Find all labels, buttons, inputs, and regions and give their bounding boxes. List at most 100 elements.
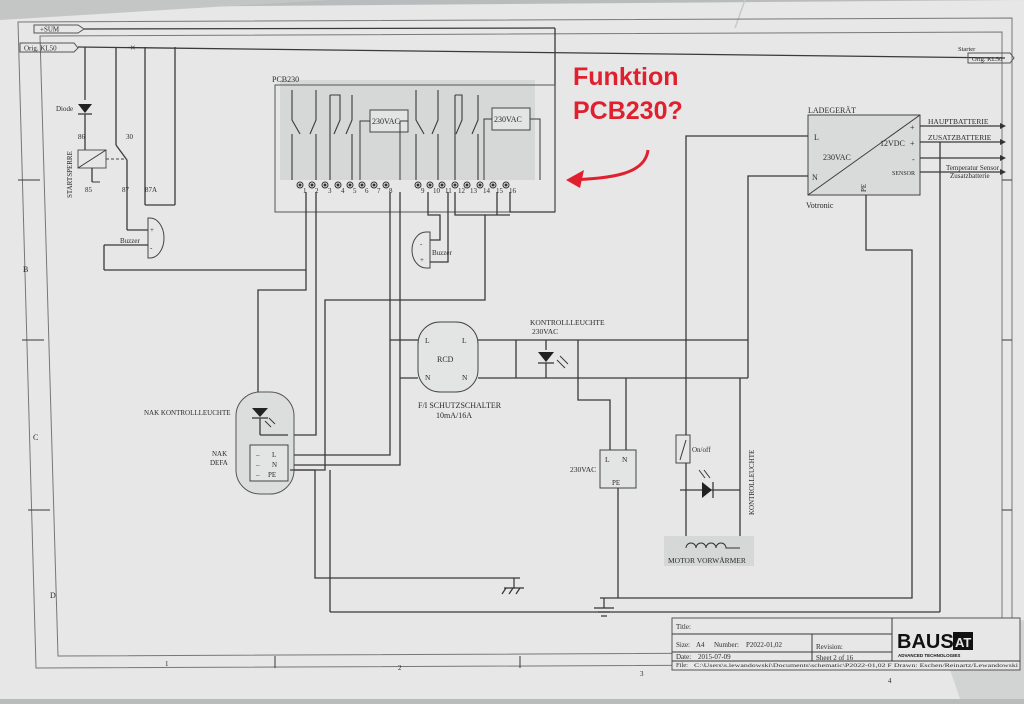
pcb-terminal-4 [334, 181, 342, 189]
pcb-terminal-label-13: 13 [470, 187, 478, 195]
pcb-terminal-label-1: 1 [303, 187, 307, 195]
charger-voltage: 230VAC [823, 153, 851, 162]
kontrollleuchte-line-2: 230VAC [532, 327, 558, 336]
charger-minus: - [912, 155, 915, 164]
socket-box [599, 449, 637, 489]
pcb230-box [274, 84, 556, 213]
startsperre-label: STARTSPERRE [66, 151, 74, 198]
charger-vdc: 12VDC [880, 139, 905, 148]
pcb-terminal-label-2: 2 [315, 187, 319, 195]
tb-title-label: Title: [676, 623, 691, 631]
tb-size: A4 [696, 641, 705, 649]
rcd-n-out: N [462, 373, 468, 382]
pcb-terminal-2 [308, 181, 316, 189]
pcb-terminal-7 [370, 181, 378, 189]
rcd-caption-1: F/I SCHUTZSCHALTER [418, 401, 502, 410]
nak-dash-1: – [255, 451, 260, 459]
logo-box [953, 632, 973, 650]
socket-voltage: 230VAC [570, 465, 596, 474]
grid-col-4: 4 [888, 677, 892, 685]
nak-n: N [272, 461, 277, 469]
pcb-terminal-label-11: 11 [445, 187, 452, 195]
pcb-terminal-12 [451, 181, 459, 189]
pcb-terminal-label-9: 9 [421, 187, 425, 195]
diode-label: Diode [56, 105, 73, 113]
tb-date-label: Date: [676, 653, 691, 661]
pcb-terminal-label-6: 6 [365, 187, 369, 195]
pcb-terminal-strip [296, 181, 510, 189]
rcd-caption-2: 10mA/16A [436, 411, 472, 420]
diode-symbol [78, 104, 92, 113]
socket-pe: PE [612, 479, 620, 487]
charger-l: L [814, 133, 819, 142]
annotation-line-2: PCB230? [573, 97, 683, 125]
pcb-terminal-14 [476, 181, 484, 189]
pcb-terminal-label-7: 7 [377, 187, 381, 195]
pcb-terminal-15 [489, 181, 497, 189]
nak-defa-line-1: NAK [212, 450, 227, 458]
pcb-terminal-label-14: 14 [483, 187, 491, 195]
pcb-relay-2-label: 230VAC [494, 115, 522, 124]
charger-sensor: SENSOR [892, 171, 915, 177]
pin-87: 87 [122, 186, 130, 194]
charger-pe: PE [860, 184, 868, 192]
buzzer-pcb-symbol [411, 231, 431, 269]
pcb-terminal-3 [321, 181, 329, 189]
motor-lamp-label: KONTROLLEUCHTE [748, 450, 756, 515]
nak-defa-box [249, 444, 289, 482]
pcb-terminal-label-10: 10 [433, 187, 441, 195]
pcb-terminal-label-8: 8 [389, 187, 393, 195]
tb-size-label: Size: [676, 641, 690, 649]
rcd-l-out: L [462, 336, 467, 345]
charger-brand: Votronic [806, 201, 834, 210]
tb-file: C:\Users\s.lewandowski\Documents\schemat… [694, 664, 1019, 669]
tb-number-label: Number: [714, 641, 739, 649]
buzzer-pcb-plus: + [420, 256, 424, 264]
grid-col-1: 1 [165, 660, 169, 668]
grid-col-3: 3 [640, 670, 644, 678]
buzzer-pcb-label: Buzzer [432, 249, 452, 257]
buzzer-left-minus: - [150, 244, 153, 252]
motor-shade [664, 536, 754, 566]
onoff-switch[interactable] [675, 434, 691, 464]
logo-subtitle: ADVANCED TECHNOLOGIES [898, 653, 960, 658]
pin-87a: 87A [145, 186, 157, 194]
pin-85: 85 [85, 186, 93, 194]
tb-revision-label: Revision: [816, 643, 843, 651]
rcd-l-in: L [425, 336, 430, 345]
pcb-terminal-label-15: 15 [496, 187, 504, 195]
signal-sum: +SUM [40, 26, 60, 34]
nak-dash-2: – [255, 461, 260, 469]
charger-title: LADEGERÄT [808, 106, 856, 115]
pcb-terminal-1 [296, 181, 304, 189]
nak-dash-3: – [255, 471, 260, 479]
pcb-terminal-5 [346, 181, 354, 189]
nak-pe: PE [268, 471, 276, 479]
pcb-terminal-11 [438, 181, 446, 189]
pcb-terminal-label-12: 12 [458, 187, 466, 195]
kontrollleuchte-led [538, 352, 554, 362]
socket-n: N [622, 455, 628, 464]
rcd-n-in: N [425, 373, 431, 382]
motor-label: MOTOR VORWÄRMER [668, 556, 746, 565]
chassis-ground-icon [501, 578, 524, 595]
pcb-terminal-16 [502, 181, 510, 189]
pcb-terminal-6 [358, 181, 366, 189]
pcb-terminal-label-5: 5 [353, 187, 357, 195]
charger-n: N [812, 173, 818, 182]
pcb-terminal-8 [382, 181, 390, 189]
buzzer-left-label: Buzzer [120, 237, 140, 245]
annotation-line-1: Funktion [573, 63, 679, 91]
signal-orig-kl50-left: Orig. KL50 [24, 45, 57, 53]
tb-date: 2015-07-09 [698, 653, 731, 661]
grid-row-b: B [23, 265, 28, 274]
charger-plus-2: + [910, 139, 915, 148]
pcb-terminal-label-4: 4 [341, 187, 345, 195]
socket-l: L [605, 455, 610, 464]
nak-defa-line-2: DEFA [210, 459, 228, 467]
pin-30: 30 [126, 133, 134, 141]
pcb230-title: PCB230 [272, 75, 299, 84]
grid-row-c: C [33, 433, 38, 442]
